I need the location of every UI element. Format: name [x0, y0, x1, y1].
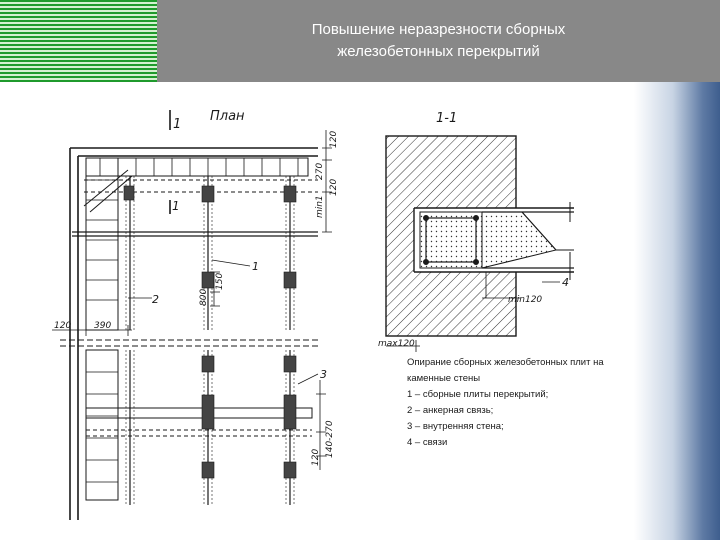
- dim-120-a: 120: [329, 131, 339, 148]
- dim-800: 800: [199, 289, 209, 306]
- caption-line-1: Опирание сборных железобетонных плит на: [407, 357, 604, 368]
- section-labels: 1-1 4 min120 max120: [378, 111, 569, 349]
- leader-label-2: 2: [152, 293, 159, 306]
- plan-title: План: [210, 109, 245, 124]
- dim-min1: min1: [315, 195, 325, 218]
- plan-view: [52, 110, 332, 520]
- caption-line-5: 3 – внутренняя стена;: [407, 421, 504, 432]
- leader-label-3: 3: [320, 368, 327, 381]
- dim-270: 270: [315, 163, 325, 180]
- green-stripe-decoration: [0, 0, 157, 82]
- caption-text: Опирание сборных железобетонных плит на …: [407, 355, 647, 451]
- section-title: 1-1: [436, 111, 457, 126]
- dim-140-270: 140-270: [325, 420, 335, 458]
- right-gradient-decoration: [634, 82, 720, 540]
- cut-mark-top: 1: [173, 117, 181, 132]
- dim-max120: max120: [378, 339, 415, 349]
- caption-line-4: 2 – анкерная связь;: [407, 405, 494, 416]
- slide-title-line-1: Повышение неразрезности сборных: [311, 21, 566, 38]
- caption-line-3: 1 – сборные плиты перекрытий;: [407, 389, 549, 400]
- leader-label-4: 4: [562, 276, 569, 289]
- caption-line-2: каменные стены: [407, 373, 481, 384]
- dim-390: 390: [94, 321, 111, 331]
- slide-title-bar: Повышение неразрезности сборных железобе…: [157, 0, 720, 82]
- dim-120-b: 120: [329, 179, 339, 196]
- technical-drawing: План 1 1 1 2 3 120 270 120 min1 800 150 …: [52, 109, 574, 520]
- dim-min120: min120: [508, 295, 542, 305]
- caption-line-6: 4 – связи: [407, 437, 448, 448]
- dim-120-c: 120: [311, 449, 321, 466]
- slide-title-line-2: железобетонных перекрытий: [337, 43, 540, 60]
- cut-mark-mid: 1: [172, 199, 180, 213]
- plan-labels: План 1 1 1 2 3 120 270 120 min1 800 150 …: [54, 109, 339, 466]
- dim-left-120: 120: [54, 321, 71, 331]
- leader-label-1: 1: [252, 260, 259, 273]
- section-view: [385, 135, 574, 352]
- dim-150: 150: [215, 273, 225, 290]
- slide-title: Повышение неразрезности сборных железобе…: [312, 19, 566, 63]
